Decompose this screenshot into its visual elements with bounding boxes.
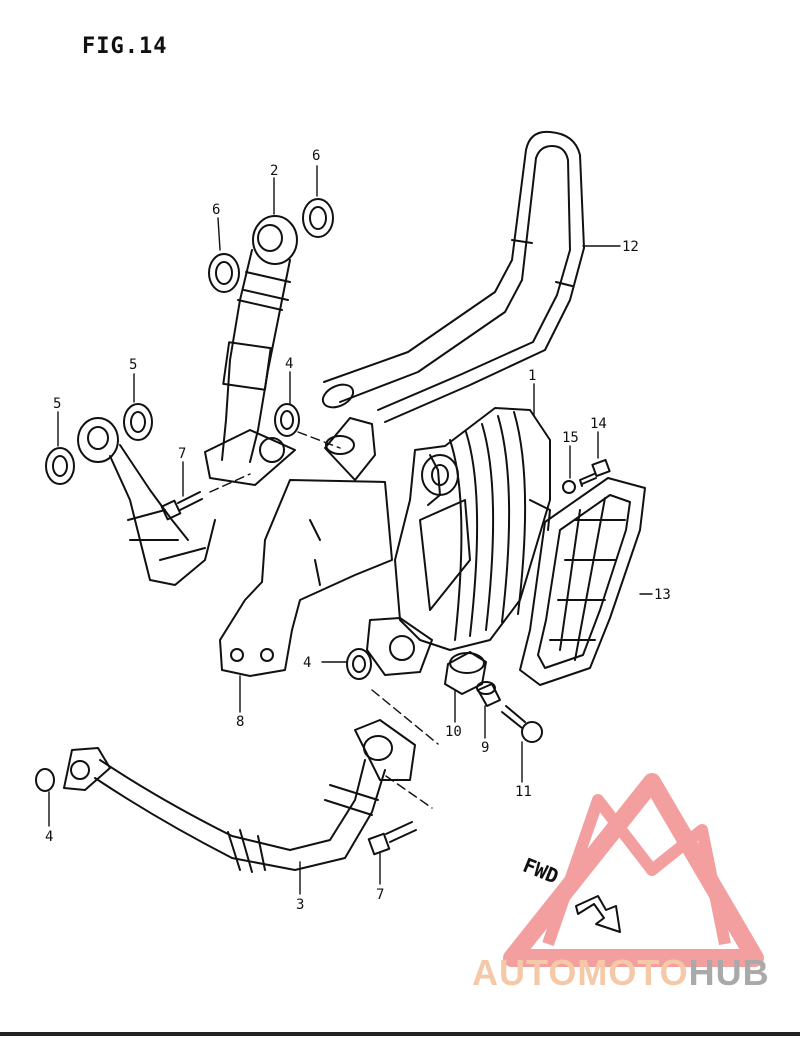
bolt-7a <box>160 491 203 521</box>
fitting-5 <box>77 417 216 586</box>
callout-14: 14 <box>590 416 607 432</box>
callout-7b: 7 <box>376 887 384 903</box>
callout-12: 12 <box>622 239 639 255</box>
callout-4a: 4 <box>285 356 293 372</box>
leader-lines <box>48 165 653 895</box>
callout-5b: 5 <box>129 357 137 373</box>
callout-9: 9 <box>481 740 489 756</box>
callout-1: 1 <box>528 368 536 384</box>
oil-hose-2 <box>204 215 298 486</box>
callout-5a: 5 <box>53 396 61 412</box>
guard-13 <box>519 477 646 686</box>
callout-4c: 4 <box>45 829 53 845</box>
washer-4a <box>274 403 300 437</box>
washer-4b <box>346 648 372 680</box>
bolt-7b <box>367 821 417 856</box>
callout-6a: 6 <box>212 202 220 218</box>
bracket-8 <box>219 479 393 677</box>
oil-pipe-3 <box>63 719 416 873</box>
watermark-text: AUTOMOTOHUB <box>472 952 770 994</box>
watermark-logo <box>503 773 764 967</box>
washer-6a <box>208 253 240 293</box>
oil-pipe-12 <box>321 130 585 481</box>
callout-7a: 7 <box>178 446 186 462</box>
fwd-label: FWD <box>520 853 562 889</box>
callout-11: 11 <box>515 784 532 800</box>
figure-title: FIG.14 <box>82 34 168 59</box>
grommet-10 <box>444 651 487 695</box>
callout-15: 15 <box>562 430 579 446</box>
oil-cooler-1 <box>394 407 551 651</box>
washer-5b <box>123 403 153 441</box>
collar-9 <box>476 681 501 707</box>
assembly-lines <box>209 431 439 809</box>
washer-5a <box>45 447 75 485</box>
callout-13: 13 <box>654 587 671 603</box>
watermark-text-main: AUTOMOTO <box>472 952 689 993</box>
fwd-arrow-icon <box>575 895 621 933</box>
washer-6b <box>302 198 334 238</box>
bolt-14 <box>579 458 611 487</box>
callout-10: 10 <box>445 724 462 740</box>
watermark-text-hub: HUB <box>688 952 770 993</box>
washer-15 <box>562 480 576 494</box>
washer-4c <box>35 768 55 792</box>
callout-3: 3 <box>296 897 304 913</box>
callout-4b: 4 <box>303 655 311 671</box>
lower-fitting <box>366 617 433 676</box>
callout-2: 2 <box>270 163 278 179</box>
bottom-border <box>0 1032 800 1036</box>
callout-6b: 6 <box>312 148 320 164</box>
bolt-11 <box>501 705 543 743</box>
callout-8: 8 <box>236 714 244 730</box>
